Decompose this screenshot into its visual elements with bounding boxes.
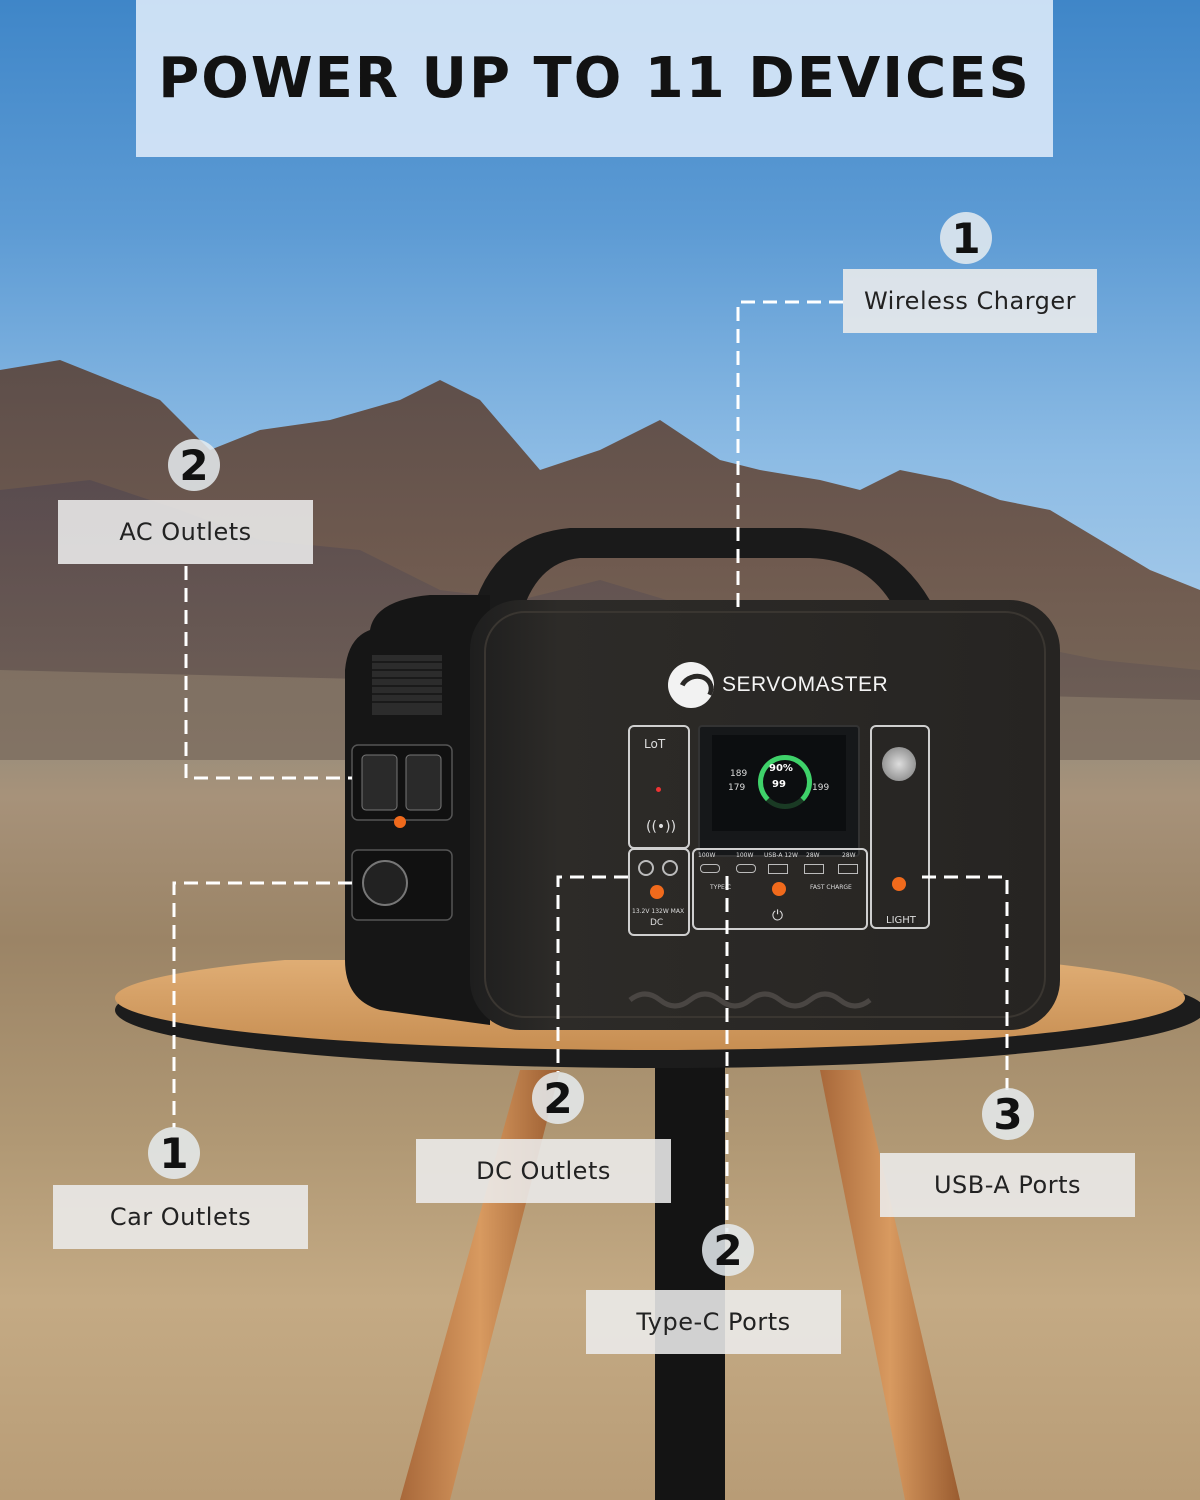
usb-a-1-label: USB-A 12W bbox=[764, 852, 798, 859]
type-c-group-label: TYPE-C bbox=[710, 884, 732, 891]
usb-a-port-2 bbox=[804, 864, 824, 874]
type-c-port-2 bbox=[736, 864, 756, 873]
usb-button bbox=[772, 882, 786, 896]
brand-name: SERVOMASTER bbox=[722, 673, 889, 696]
brand-logo: SERVOMASTER bbox=[668, 662, 888, 708]
typec-count-badge: 2 bbox=[702, 1224, 754, 1276]
input-watts: 189 bbox=[730, 769, 748, 779]
lcd-screen: 90% 99 189 179 199 bbox=[698, 725, 860, 857]
dc-count-badge: 2 bbox=[532, 1072, 584, 1124]
page-title: POWER UP TO 11 DEVICES bbox=[158, 46, 1031, 111]
light-panel: LIGHT bbox=[870, 725, 930, 929]
header-banner: POWER UP TO 11 DEVICES bbox=[136, 0, 1053, 157]
battery-percent: 90% bbox=[769, 763, 793, 774]
dc-outlets-label: DC Outlets bbox=[416, 1139, 671, 1203]
light-button bbox=[892, 877, 906, 891]
car-count-badge: 1 bbox=[148, 1127, 200, 1179]
screen-value-2: 99 bbox=[772, 779, 786, 790]
light-label: LIGHT bbox=[884, 915, 918, 926]
type-c-port-1 bbox=[700, 864, 720, 873]
output-watts: 179 bbox=[728, 783, 746, 793]
usb-a-port-3 bbox=[838, 864, 858, 874]
dc-label: DC bbox=[650, 918, 664, 928]
ac-outlets-label: AC Outlets bbox=[58, 500, 313, 564]
usb-a-ports-label: USB-A Ports bbox=[880, 1153, 1135, 1217]
wireless-count-badge: 1 bbox=[940, 212, 992, 264]
usb-port-group: 100W 100W USB-A 12W 28W 28W TYPE-C FAST … bbox=[692, 848, 868, 930]
fast-charge-label: FAST CHARGE bbox=[810, 884, 852, 891]
dc-port-2 bbox=[662, 860, 678, 876]
usb-a-2-label: 28W bbox=[806, 852, 820, 859]
dc-port-1 bbox=[638, 860, 654, 876]
light-lens bbox=[882, 747, 916, 781]
dc-button bbox=[650, 885, 664, 899]
wireless-charger-label: Wireless Charger bbox=[843, 269, 1097, 333]
screen-output-2: 199 bbox=[812, 783, 830, 793]
type-c-1-label: 100W bbox=[698, 852, 716, 859]
type-c-2-label: 100W bbox=[736, 852, 754, 859]
battery-ring bbox=[758, 755, 812, 809]
wireless-icon: ((•)) bbox=[646, 819, 677, 835]
wireless-charger-pad: LoT ((•)) bbox=[628, 725, 690, 849]
lot-label: LoT bbox=[644, 737, 666, 751]
dc-rating-label: 13.2V 132W MAX bbox=[632, 908, 685, 915]
ac-count-badge: 2 bbox=[168, 439, 220, 491]
power-icon: ⏻ bbox=[772, 908, 784, 924]
logo-icon bbox=[668, 662, 714, 708]
usba-count-badge: 3 bbox=[982, 1088, 1034, 1140]
usb-a-port-1 bbox=[768, 864, 788, 874]
usb-a-3-label: 28W bbox=[842, 852, 856, 859]
wireless-indicator-dot bbox=[656, 787, 661, 792]
dc-port-group: 13.2V 132W MAX DC bbox=[628, 848, 690, 936]
car-outlets-label: Car Outlets bbox=[53, 1185, 308, 1249]
device-front-panel: SERVOMASTER LoT ((•)) 90% 99 189 179 199… bbox=[620, 650, 940, 950]
type-c-ports-label: Type-C Ports bbox=[586, 1290, 841, 1354]
